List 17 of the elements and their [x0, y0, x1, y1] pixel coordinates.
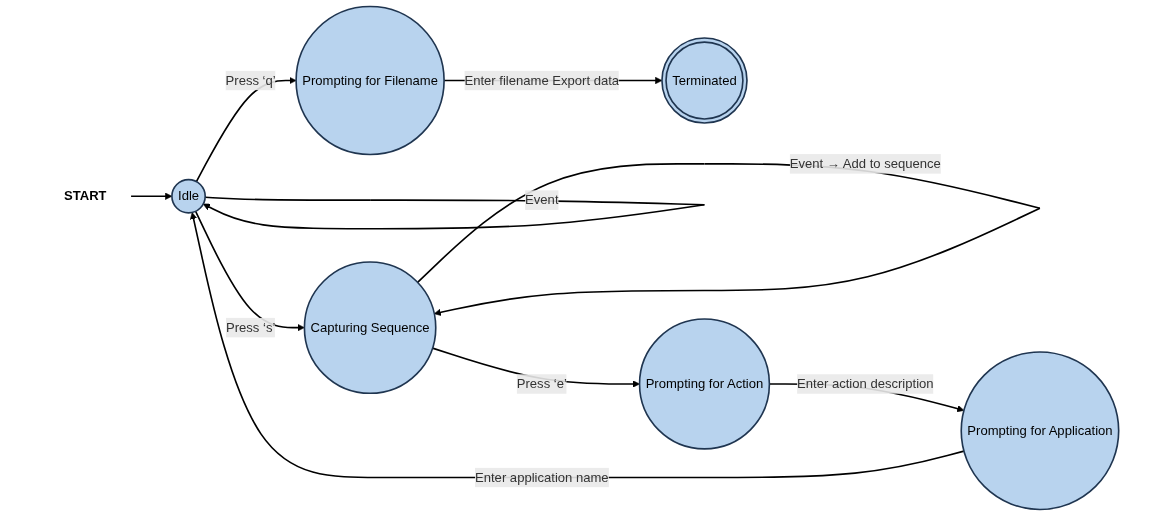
edge-label: Press ‘s’	[226, 320, 276, 335]
node-circle: Prompting for Application	[960, 351, 1120, 511]
node-circle: Idle	[171, 178, 207, 214]
edge-label: Enter application name	[475, 470, 609, 485]
node-circle: Terminated	[661, 37, 749, 124]
node-circle: Capturing Sequence	[304, 261, 437, 395]
edge-label: Enter action description	[797, 376, 934, 391]
node-circle: Prompting for Action	[639, 318, 771, 450]
node-circle: Prompting for Filename	[295, 5, 446, 156]
edge-label: Press ‘q’	[226, 73, 277, 88]
arrow	[203, 196, 706, 230]
edge-label: Event → Add to sequence	[790, 156, 942, 171]
arrow	[130, 192, 173, 200]
node-text: START	[64, 188, 107, 203]
edge-label: Enter filename Export data	[464, 73, 620, 88]
edge-label: Press ‘e’	[517, 376, 568, 391]
edge-label: Event	[525, 192, 559, 207]
